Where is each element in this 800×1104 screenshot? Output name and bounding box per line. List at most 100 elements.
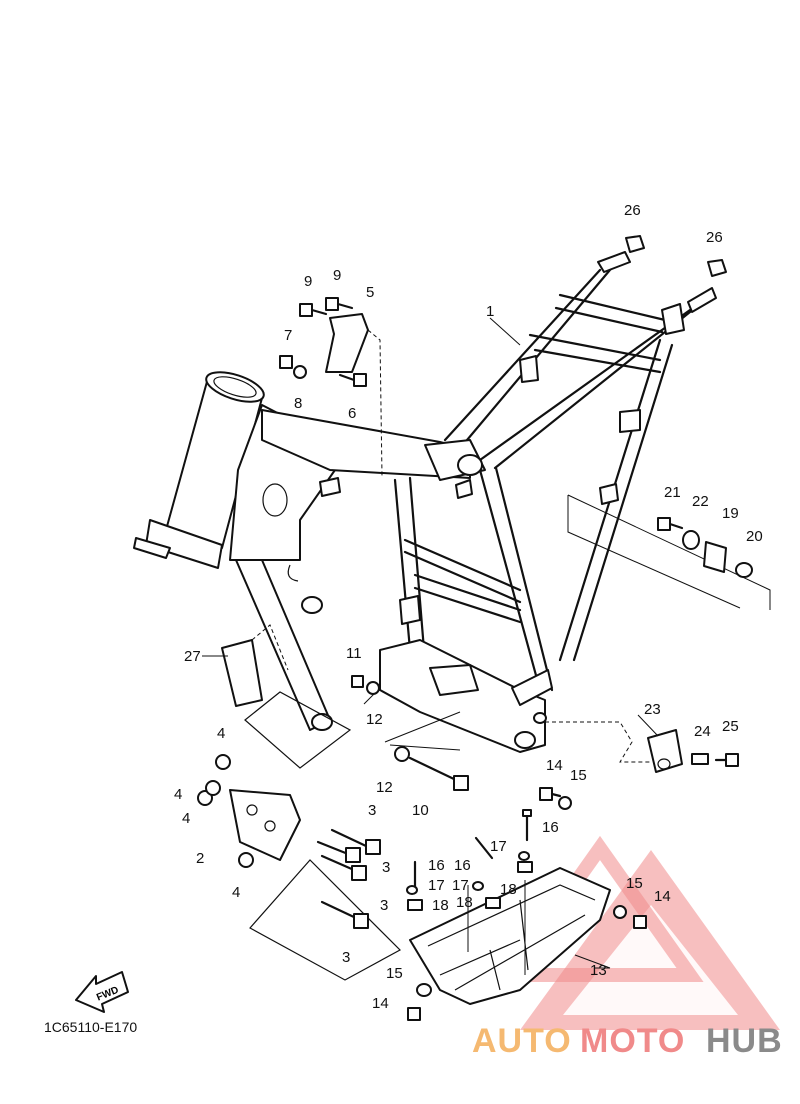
callout-18: 18 bbox=[432, 897, 449, 914]
callout-8: 8 bbox=[294, 395, 302, 412]
callout-18: 18 bbox=[500, 881, 517, 898]
nut-4d-icon bbox=[238, 852, 254, 868]
bolt-3b-icon bbox=[316, 840, 361, 863]
nut-11-icon bbox=[351, 675, 364, 688]
bolt-14c-icon bbox=[407, 1007, 421, 1021]
callout-22: 22 bbox=[692, 493, 709, 510]
callout-17: 17 bbox=[428, 877, 445, 894]
callout-4: 4 bbox=[182, 810, 190, 827]
nut-17b-icon bbox=[472, 881, 484, 891]
callout-20: 20 bbox=[746, 528, 763, 545]
nut-7-icon bbox=[279, 355, 293, 369]
callout-3: 3 bbox=[380, 897, 388, 914]
washer-22-icon bbox=[682, 530, 700, 550]
bolt-10-icon bbox=[408, 756, 469, 791]
callout-6: 6 bbox=[348, 405, 356, 422]
watermark-logo: AUTO MOTO HUB bbox=[472, 835, 783, 1060]
watermark-text-moto: MOTO bbox=[580, 1022, 685, 1060]
rivet-16b-icon bbox=[474, 836, 494, 860]
washer-12a-icon bbox=[366, 681, 380, 695]
washer-15b-icon bbox=[613, 905, 627, 919]
bolt-9a-icon bbox=[299, 303, 328, 317]
callout-9: 9 bbox=[333, 267, 341, 284]
callout-24: 24 bbox=[694, 723, 711, 740]
callout-2: 2 bbox=[196, 850, 204, 867]
pivot-bolt-assembly bbox=[384, 711, 469, 791]
callout-4: 4 bbox=[217, 725, 225, 742]
washer-15a-icon bbox=[558, 796, 572, 810]
callout-14: 14 bbox=[654, 888, 671, 905]
nut-17a-icon bbox=[518, 851, 530, 861]
cap-26a-icon bbox=[625, 235, 645, 253]
callout-23: 23 bbox=[644, 701, 661, 718]
bolt-9b-icon bbox=[325, 297, 354, 311]
callout-12: 12 bbox=[366, 711, 383, 728]
callout-3: 3 bbox=[368, 802, 376, 819]
callout-13: 13 bbox=[590, 962, 607, 979]
callout-3: 3 bbox=[382, 859, 390, 876]
callout-11: 11 bbox=[346, 645, 362, 662]
nut-4c-icon bbox=[205, 780, 221, 796]
bolt-6-icon bbox=[338, 373, 367, 387]
label-27-icon bbox=[221, 624, 289, 707]
watermark-text-hub: HUB bbox=[706, 1022, 783, 1060]
callout-16: 16 bbox=[428, 857, 445, 874]
callout-16: 16 bbox=[542, 819, 559, 836]
bolt-3d-icon bbox=[320, 900, 369, 929]
bolt-14a-icon bbox=[539, 787, 562, 801]
washer-8-icon bbox=[293, 365, 307, 379]
callout-26: 26 bbox=[706, 229, 723, 246]
upper-bracket-assembly bbox=[279, 297, 383, 477]
callout-15: 15 bbox=[626, 875, 643, 892]
skid-plate-13-icon bbox=[409, 867, 611, 1005]
callout-5: 5 bbox=[366, 284, 374, 301]
callout-19: 19 bbox=[722, 505, 739, 522]
callout-1: 1 bbox=[486, 303, 494, 320]
callout-16: 16 bbox=[454, 857, 471, 874]
callout-15: 15 bbox=[570, 767, 587, 784]
callout-18: 18 bbox=[456, 894, 473, 911]
rivet-16a-icon bbox=[522, 809, 532, 842]
washer-12b-icon bbox=[394, 746, 410, 762]
bolt-25-icon bbox=[714, 753, 739, 767]
clip-18a-icon bbox=[517, 861, 533, 873]
rubber-mount-assembly bbox=[567, 494, 771, 610]
callout-10: 10 bbox=[412, 802, 429, 819]
bolt-3a-icon bbox=[330, 828, 381, 855]
callout-17: 17 bbox=[490, 838, 507, 855]
cap-26b-icon bbox=[707, 259, 727, 277]
damper-assembly bbox=[545, 721, 739, 773]
nut-17c-icon bbox=[406, 885, 418, 895]
callout-4: 4 bbox=[174, 786, 182, 803]
collar-24-icon bbox=[691, 753, 709, 765]
main-frame bbox=[133, 251, 717, 753]
callout-labels: 26 26 9 9 5 1 7 8 6 21 22 19 20 27 11 12… bbox=[174, 202, 763, 1012]
skid-plate-assembly bbox=[406, 787, 647, 1021]
callout-15: 15 bbox=[386, 965, 403, 982]
watermark-text-auto: AUTO bbox=[472, 1022, 572, 1060]
damper-23-icon bbox=[647, 729, 683, 773]
callout-26: 26 bbox=[624, 202, 641, 219]
callout-25: 25 bbox=[722, 718, 739, 735]
damper-19-icon bbox=[703, 541, 727, 573]
clip-18c-icon bbox=[407, 899, 423, 911]
callout-14: 14 bbox=[372, 995, 389, 1012]
callout-9: 9 bbox=[304, 273, 312, 290]
washer-15c-icon bbox=[416, 983, 432, 997]
callout-27: 27 bbox=[184, 648, 201, 665]
callout-14: 14 bbox=[546, 757, 563, 774]
engine-mount-assembly bbox=[197, 691, 401, 981]
callout-7: 7 bbox=[284, 327, 292, 344]
callout-12: 12 bbox=[376, 779, 393, 796]
bolt-3c-icon bbox=[320, 854, 367, 881]
callout-4: 4 bbox=[232, 884, 240, 901]
callout-3: 3 bbox=[342, 949, 350, 966]
clip-18b-icon bbox=[485, 897, 501, 909]
nut-4a-icon bbox=[215, 754, 231, 770]
callout-17: 17 bbox=[452, 877, 469, 894]
callout-21: 21 bbox=[664, 484, 681, 501]
bolt-21-icon bbox=[657, 517, 684, 531]
bolt-14b-icon bbox=[633, 915, 647, 929]
fwd-arrow-icon: FWD bbox=[75, 971, 129, 1013]
